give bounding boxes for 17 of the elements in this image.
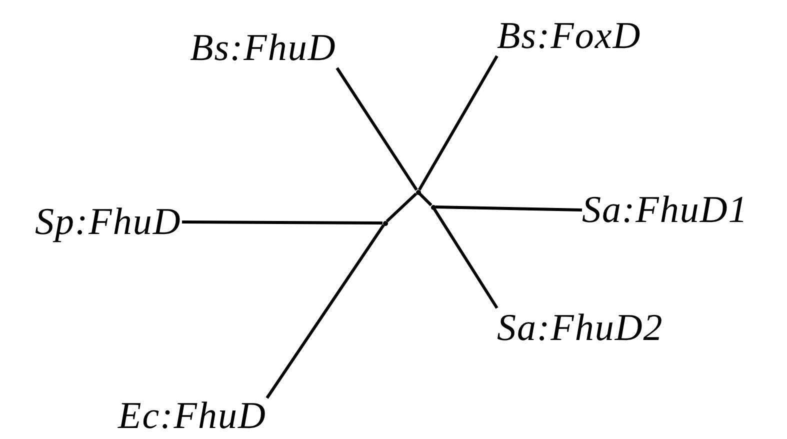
tree-branch <box>418 55 498 191</box>
taxon-label: Bs:FhuD <box>190 28 337 68</box>
tree-branch <box>266 224 385 399</box>
taxon-label: Bs:FoxD <box>497 16 642 56</box>
branch-point <box>430 204 436 210</box>
branch-point <box>416 190 420 194</box>
branch-point <box>382 220 388 226</box>
tree-branch <box>336 67 418 191</box>
taxon-label: Ec:FhuD <box>118 396 267 436</box>
tree-branch <box>182 220 383 224</box>
taxon-label: Sa:FhuD2 <box>497 308 664 348</box>
tree-branch <box>435 206 582 212</box>
taxon-label: Sp:FhuD <box>35 202 182 242</box>
tree-branch <box>386 192 418 222</box>
tree-branch <box>418 192 432 206</box>
taxon-label: Sa:FhuD1 <box>582 190 749 230</box>
tree-branch <box>433 208 498 309</box>
